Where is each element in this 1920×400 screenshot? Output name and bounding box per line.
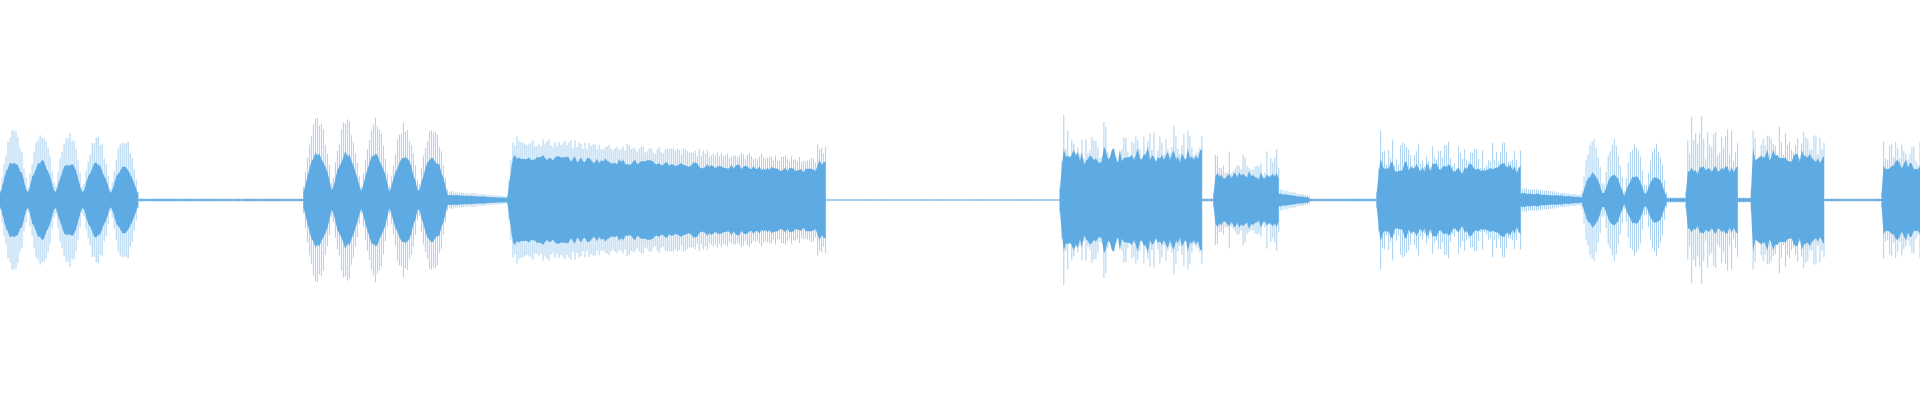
waveform-core-envelope [0,145,1920,255]
